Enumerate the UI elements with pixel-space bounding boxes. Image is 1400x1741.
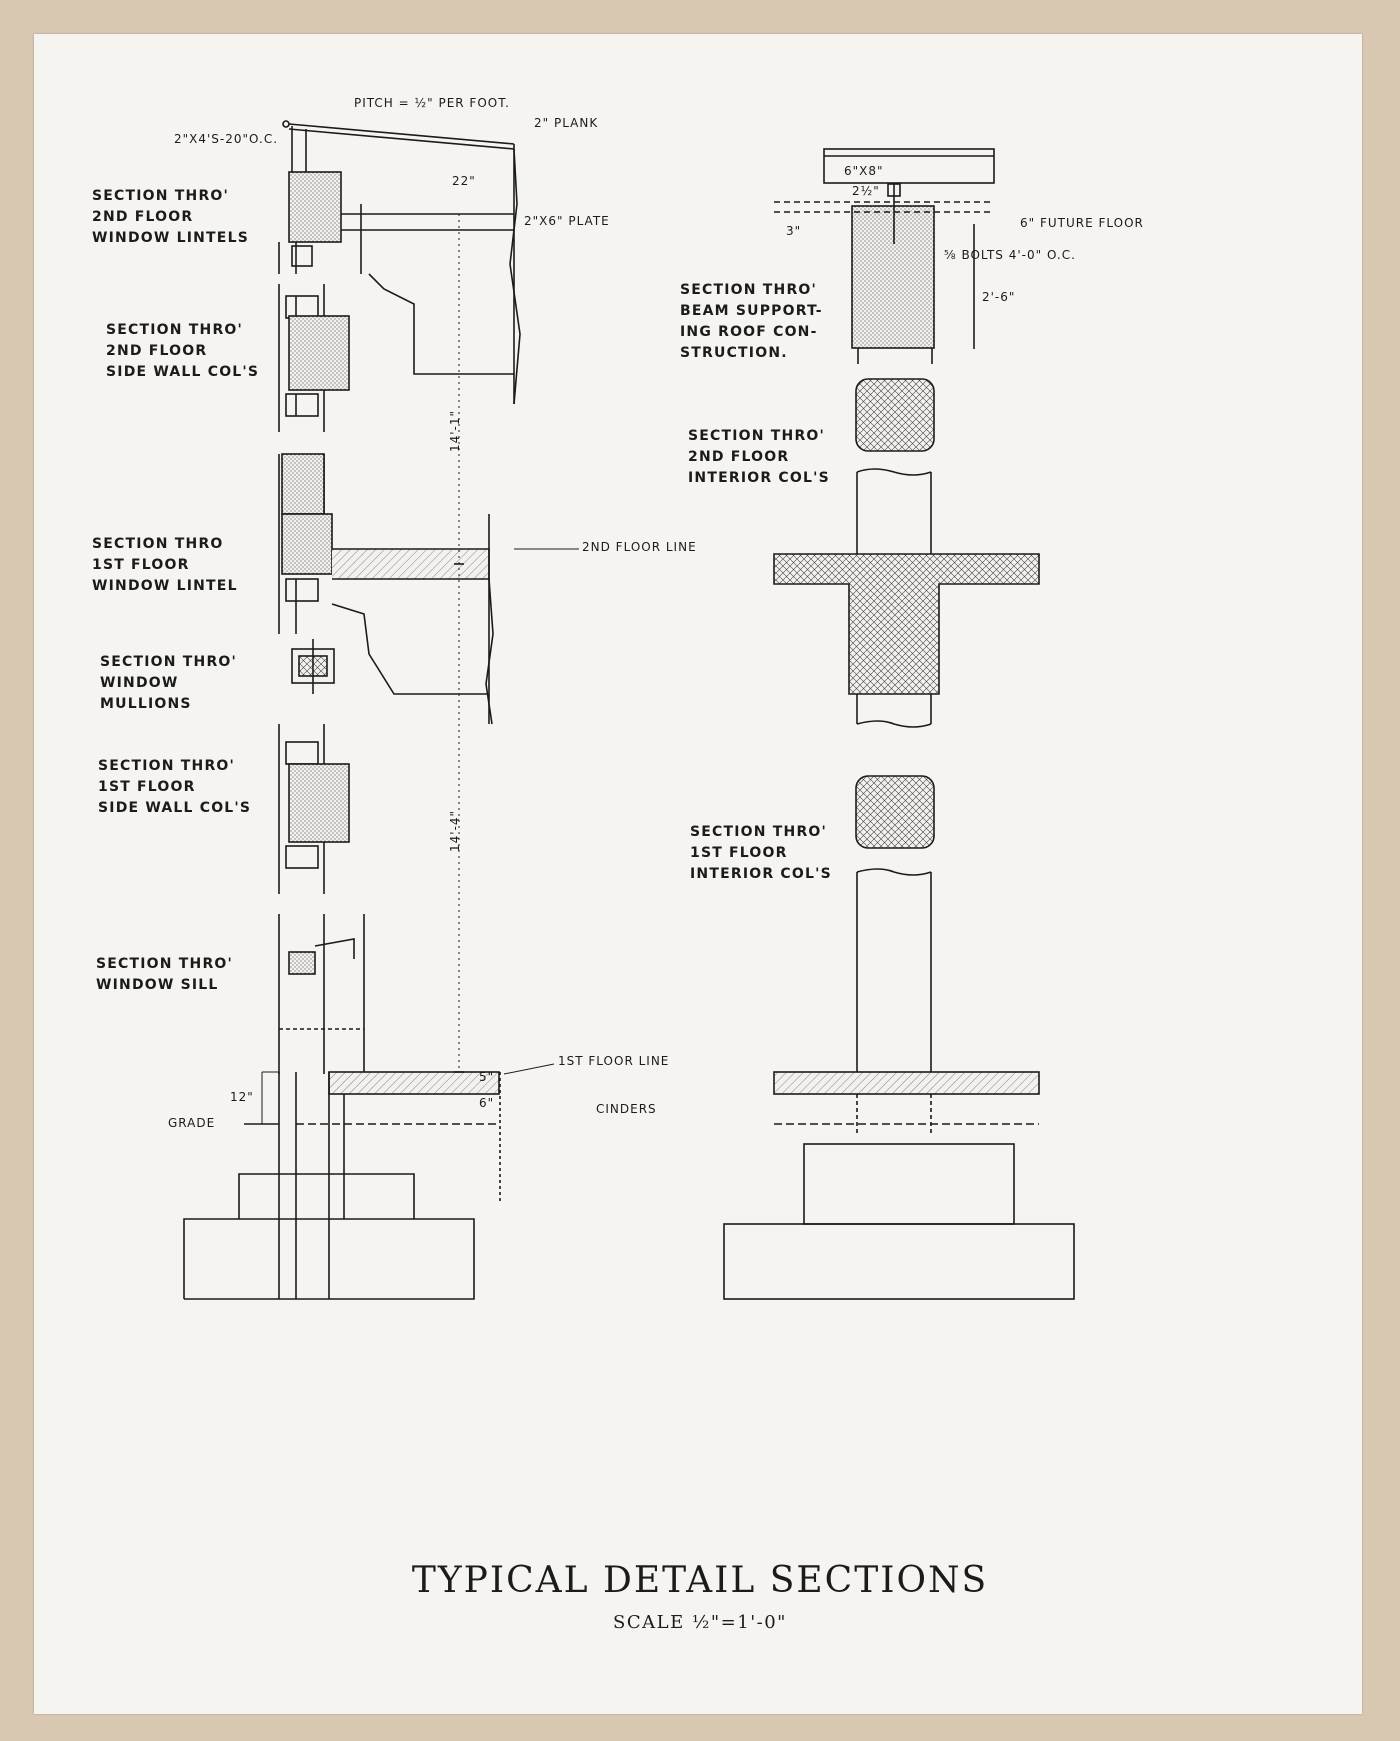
label-1st-floor-window-lintel: SECTION THRO 1ST FLOOR WINDOW LINTEL	[92, 536, 238, 594]
label-2nd-floor-window-lintels: SECTION THRO' 2ND FLOOR WINDOW LINTELS	[92, 188, 249, 246]
roof-beam	[774, 148, 995, 364]
dim-bolts: ⅝ BOLTS 4'-0" O.C.	[944, 248, 1076, 262]
lintel-2nd-floor	[278, 171, 514, 375]
drawing-scale: SCALE ½"=1'-0"	[613, 1612, 787, 1633]
footing-exterior	[183, 1071, 501, 1300]
interior-col-1st-section	[855, 775, 935, 849]
dim-2nd-floor-line: 2ND FLOOR LINE	[582, 540, 697, 554]
dim-cinders: CINDERS	[596, 1102, 657, 1116]
dim-2-6: 2'-6"	[982, 290, 1016, 304]
dim-2half: 2½"	[852, 184, 880, 198]
window-mullion	[291, 639, 335, 694]
side-col-1st-floor	[278, 724, 350, 894]
dim-joists: 2"x4's-20"O.C.	[174, 132, 279, 146]
interior-col-2nd-section	[855, 378, 935, 452]
leaders	[261, 548, 579, 1124]
dim-plate: 2"x6" PLATE	[524, 214, 610, 228]
dim-6: 6"	[479, 1096, 495, 1110]
footing-interior	[723, 868, 1075, 1300]
dim-14-4: 14'-4"	[448, 809, 463, 853]
height-dimension	[454, 214, 464, 1073]
dim-12: 12"	[230, 1090, 254, 1104]
window-sill	[278, 914, 365, 1074]
label-2nd-floor-side-wall-cols: SECTION THRO' 2ND FLOOR SIDE WALL COL'S	[106, 322, 260, 380]
dim-future-floor: 6" FUTURE FLOOR	[1020, 216, 1144, 230]
lintel-1st-floor	[278, 453, 494, 725]
interior-col-2nd-floor	[773, 468, 1040, 728]
label-2nd-floor-interior-cols: SECTION THRO' 2ND FLOOR INTERIOR COL'S	[688, 428, 830, 486]
dim-22: 22"	[452, 174, 476, 188]
dim-grade: GRADE	[168, 1116, 216, 1130]
dim-5: 5"	[479, 1070, 495, 1084]
dim-plank: 2" PLANK	[534, 116, 599, 130]
label-beam-supporting-roof: SECTION THRO' BEAM SUPPORT- ING ROOF CON…	[680, 282, 823, 361]
label-1st-floor-interior-cols: SECTION THRO' 1ST FLOOR INTERIOR COL'S	[690, 824, 832, 882]
dim-pitch: PITCH = ½" PER FOOT.	[354, 96, 510, 110]
label-window-sill: SECTION THRO' WINDOW SILL	[96, 956, 234, 993]
drawing-sheet: SECTION THRO' 2ND FLOOR WINDOW LINTELS S…	[34, 34, 1362, 1714]
detail-drawing	[183, 120, 1075, 1300]
drawing-title: TYPICAL DETAIL SECTIONS	[411, 1560, 989, 1601]
dim-6x8: 6"x8"	[844, 164, 884, 178]
dim-3: 3"	[786, 224, 802, 238]
dim-14-1: 14'-1"	[448, 409, 463, 453]
label-1st-floor-side-wall-cols: SECTION THRO' 1ST FLOOR SIDE WALL COL'S	[98, 758, 252, 816]
dim-1st-floor-line: 1ST FLOOR LINE	[558, 1054, 670, 1068]
side-col-2nd-floor	[278, 284, 350, 432]
label-window-mullions: SECTION THRO' WINDOW MULLIONS	[100, 654, 238, 712]
